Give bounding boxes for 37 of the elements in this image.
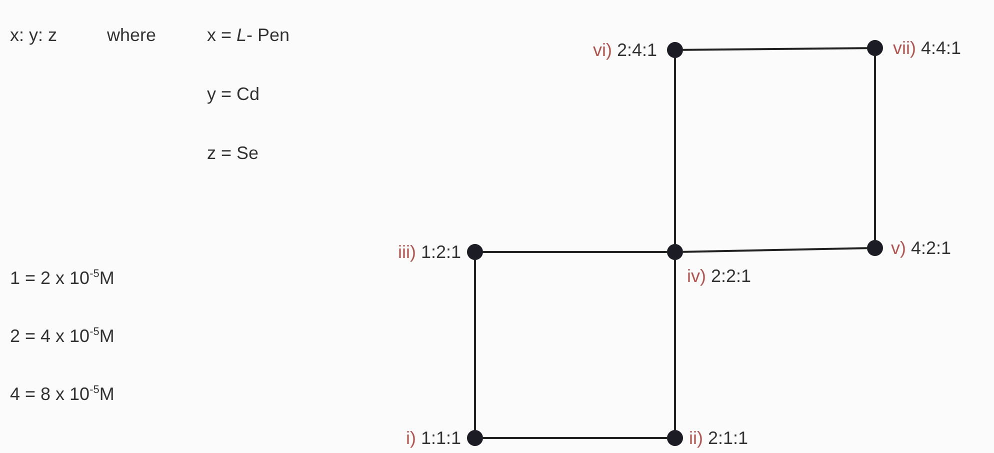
concentration-note: 4 = 8 x 10$^{-5}$M — [10, 383, 114, 405]
point-marker — [667, 244, 683, 260]
point-marker — [667, 42, 683, 58]
legend-text: where — [107, 24, 156, 46]
point-marker — [867, 40, 883, 56]
connector-line — [682, 47, 868, 51]
point-number: iii) — [398, 242, 416, 262]
connector-line — [483, 437, 667, 439]
connector-line — [483, 251, 667, 253]
point-number: vi) — [593, 40, 612, 60]
point-number: vii) — [893, 38, 916, 58]
point-marker — [467, 244, 483, 260]
point-marker — [867, 240, 883, 256]
ratio-label: 4:2:1 — [911, 238, 952, 258]
point-number: ii) — [689, 428, 703, 448]
legend-text: y = Cd — [207, 83, 260, 105]
connector-line — [474, 260, 476, 430]
connector-line — [682, 247, 868, 253]
point-marker — [467, 430, 483, 446]
legend-text: x: y: z — [10, 24, 58, 46]
point-number: v) — [891, 238, 906, 258]
ratio-label: 2:4:1 — [617, 40, 658, 60]
ratio-label: 4:4:1 — [921, 38, 962, 58]
ratio-label: 1:2:1 — [421, 242, 462, 262]
ratio-label: 1:1:1 — [421, 428, 462, 448]
ratio-label: 2:2:1 — [711, 266, 752, 286]
point-marker — [667, 430, 683, 446]
concentration-note: 1 = 2 x 10$^{-5}$M — [10, 267, 114, 289]
connector-line — [674, 260, 676, 430]
point-number: iv) — [687, 266, 706, 286]
legend-text: z = Se — [207, 142, 259, 164]
point-number: i) — [406, 428, 416, 448]
legend-text: x = L- Pen — [207, 24, 290, 46]
ratio-label: 2:1:1 — [708, 428, 748, 448]
connector-line — [674, 58, 676, 244]
connector-line — [874, 56, 876, 240]
concentration-note: 2 = 4 x 10$^{-5}$M — [10, 325, 114, 347]
